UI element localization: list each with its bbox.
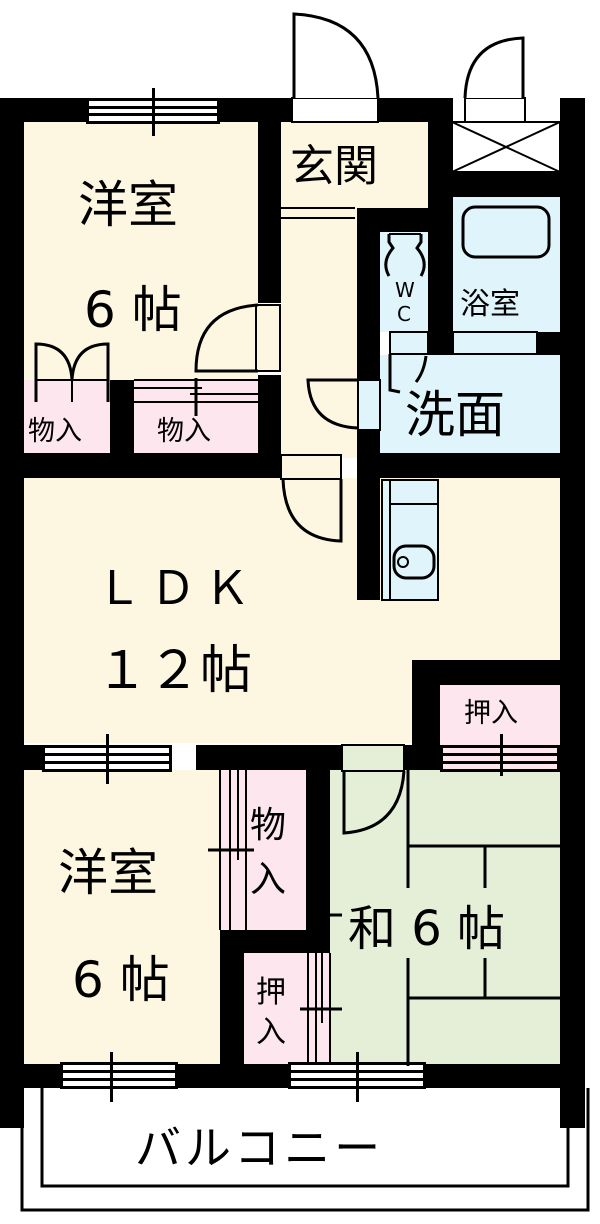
kitchen-counter-icon (381, 479, 439, 601)
bath-door-icon (452, 331, 538, 355)
wall-closets-divider (110, 380, 134, 453)
balcony-outline (20, 1088, 590, 1212)
wall-ldk-bottom-mid (196, 745, 342, 770)
wc-label-w: W (395, 278, 415, 302)
wc-floor (380, 232, 428, 332)
window-ldk-handle (106, 734, 109, 784)
window-bottom-left-handle (110, 1052, 113, 1102)
closet-left-label: 物入 (28, 416, 82, 447)
wall-closet-divider (220, 930, 330, 953)
wall-closets-bottom (0, 453, 281, 478)
oshiire-bottom-label-2: 入 (256, 1015, 286, 1050)
wall-wc-bath (428, 208, 453, 355)
closet-bottom-label-1: 物 (250, 805, 287, 846)
western-room-top-size: 6 帖 (84, 281, 182, 339)
entrance-door-icon (291, 12, 380, 123)
storage-door-icon (463, 36, 526, 123)
closet-left-floor (24, 380, 110, 453)
wall-kitchen (357, 478, 380, 600)
bath-label: 浴室 (460, 287, 520, 322)
bath-floor (453, 197, 560, 332)
window-bottom-right-handle (356, 1052, 359, 1102)
closet-bottom-sliding-door-icon (208, 770, 254, 930)
wall-ldk-bottom-right (404, 745, 440, 770)
ldk-size: １２帖 (96, 641, 253, 701)
washroom-door-icon (306, 378, 381, 431)
closet-bottom-label-2: 入 (250, 859, 287, 900)
tatami-lines-icon (330, 770, 560, 1066)
genkan-step-icon (281, 207, 355, 219)
window-oshiire-right-handle (500, 734, 503, 776)
balcony-label: バルコニー (135, 1121, 385, 1175)
meter-box-icon (451, 121, 561, 173)
top-room-door-icon (194, 303, 281, 373)
washroom-label: 洗面 (405, 386, 505, 444)
japanese-room-floor (330, 770, 560, 1064)
wall-washroom-bottom (357, 453, 585, 478)
western-room-top-floor (24, 122, 258, 380)
oshiire-bottom-sliding-door-icon (300, 953, 342, 1063)
wall-wc-left (357, 208, 380, 478)
wall-top-room-right (258, 98, 281, 303)
wall-top-room-right-lower (258, 375, 281, 478)
bathtub-icon (461, 205, 551, 259)
genkan-entry-floor (281, 122, 428, 208)
toilet-icon (384, 233, 426, 277)
japanese-room-label: 和 6 帖 (348, 901, 506, 957)
ldk-label: ＬＤＫ (96, 561, 258, 615)
genkan-label: 玄関 (290, 141, 378, 192)
oshiire-bottom-label-1: 押 (256, 975, 286, 1010)
closet-left-door-icon (34, 342, 110, 402)
wall-closet-bottom-right (306, 770, 330, 953)
wall-storage-bottom (453, 172, 560, 197)
western-room-bottom-floor (24, 770, 220, 1064)
wc-label-c: C (397, 302, 411, 326)
oshiire-right-label: 押入 (464, 698, 518, 729)
wall-oshiire-left (220, 930, 244, 1064)
outer-wall-top-mid (220, 98, 293, 122)
western-room-bottom-label: 洋室 (58, 844, 158, 902)
window-top-room-handle (152, 88, 155, 136)
washroom-floor (380, 355, 560, 453)
wall-genkan-right (428, 98, 453, 208)
western-room-bottom-size: 6 帖 (72, 951, 170, 1009)
western-room-top-label: 洋室 (78, 176, 178, 234)
window-bottom-left (60, 1062, 178, 1089)
outer-wall-right (560, 98, 585, 1128)
japanese-room-door-icon (341, 744, 406, 835)
closet-mid-sliding-door-icon (134, 378, 258, 416)
outer-wall-left (0, 98, 24, 1128)
wall-ldk-bottom-left (0, 745, 48, 770)
wc-door-icon (388, 331, 429, 394)
closet-mid-label: 物入 (157, 416, 211, 447)
ldk-door-icon (280, 454, 343, 543)
